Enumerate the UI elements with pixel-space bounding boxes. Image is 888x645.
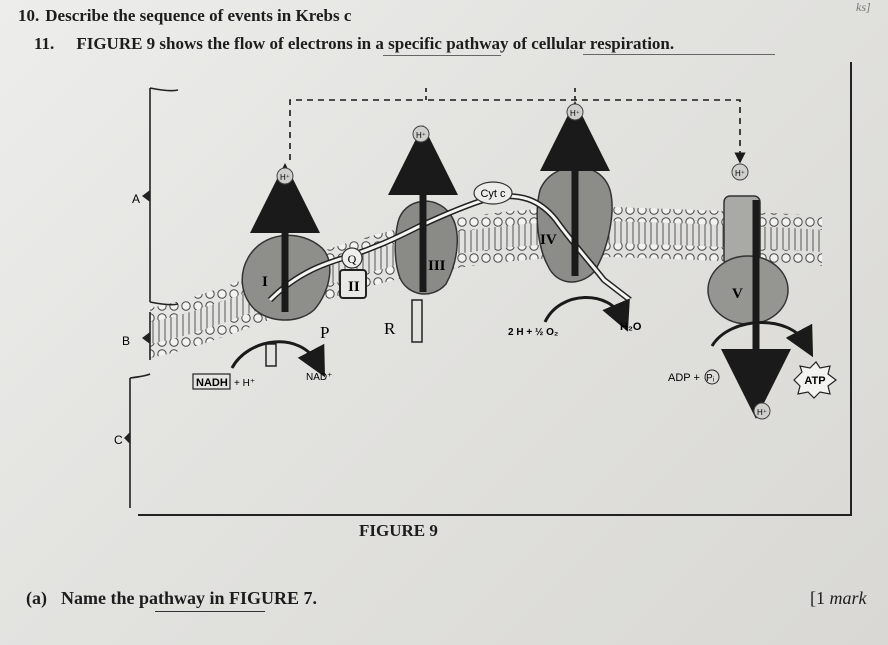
proton-badge: H⁺ xyxy=(412,125,430,143)
svg-text:Cyt c: Cyt c xyxy=(480,188,506,200)
label-nadh: NADH xyxy=(196,377,228,389)
bracket-a-label: A xyxy=(132,192,140,206)
mark-allocation: [1 mark xyxy=(810,588,867,609)
question-11: 11. FIGURE 9 shows the flow of electrons … xyxy=(34,34,674,54)
figure-caption: FIGURE 9 xyxy=(359,521,438,540)
proton-badge: H⁺ xyxy=(731,163,749,181)
label-adp: ADP + xyxy=(668,372,700,384)
complex-v-label: V xyxy=(732,286,743,302)
atp-burst: ATP xyxy=(793,361,837,399)
marks-top: ks] xyxy=(856,0,871,14)
label-atp: ATP xyxy=(804,375,825,387)
cytochrome-c: Cyt c xyxy=(473,181,513,205)
proton-badge: H⁺ xyxy=(276,167,294,185)
question-10-number: 10. xyxy=(18,6,40,25)
complex-iv-label: IV xyxy=(540,232,557,248)
question-11-number: 11. xyxy=(34,34,55,53)
question-a-text: Name the pathway in FIGURE 7. xyxy=(61,588,318,608)
svg-text:H⁺: H⁺ xyxy=(280,173,290,182)
label-oxygen-reaction: 2 H + ½ O₂ xyxy=(508,327,558,338)
mark-allocation-unit: mark xyxy=(829,588,867,608)
complex-ii xyxy=(339,269,367,299)
underline-cellular-respiration xyxy=(583,54,775,55)
question-10-text: Describe the sequence of events in Krebs… xyxy=(45,6,352,25)
label-water: H₂O xyxy=(620,321,642,333)
complex-i-label: I xyxy=(262,274,268,290)
question-a: (a) Name the pathway in FIGURE 7. xyxy=(26,588,317,609)
label-nad: NAD⁺ xyxy=(306,372,332,383)
svg-text:H⁺: H⁺ xyxy=(757,408,767,417)
complex-iii-label: III xyxy=(428,258,446,274)
svg-text:H⁺: H⁺ xyxy=(735,169,745,178)
question-10: 10. Describe the sequence of events in Kr… xyxy=(18,6,351,26)
bracket-c-label: C xyxy=(114,433,123,447)
underline-electrons xyxy=(383,55,501,56)
underline-pathway xyxy=(155,611,265,612)
svg-text:H⁺: H⁺ xyxy=(416,131,426,140)
question-a-number: (a) xyxy=(26,588,47,608)
svg-text:Q: Q xyxy=(348,252,357,266)
question-11-text: FIGURE 9 shows the flow of electrons in … xyxy=(76,34,675,53)
ubiquinone-q: Q xyxy=(341,247,363,269)
svg-text:H⁺: H⁺ xyxy=(570,109,580,118)
complex-ii-label: II xyxy=(348,279,360,295)
figure-frame xyxy=(138,62,852,516)
label-pi: Pᵢ xyxy=(706,373,715,384)
label-p: P xyxy=(320,323,329,342)
label-nadh-plus: + H⁺ xyxy=(234,378,255,389)
proton-badge: H⁺ xyxy=(566,103,584,121)
bracket-b-label: B xyxy=(122,334,130,348)
mark-allocation-open: [1 xyxy=(810,588,830,608)
label-r: R xyxy=(384,319,396,338)
proton-badge: H⁺ xyxy=(753,402,771,420)
